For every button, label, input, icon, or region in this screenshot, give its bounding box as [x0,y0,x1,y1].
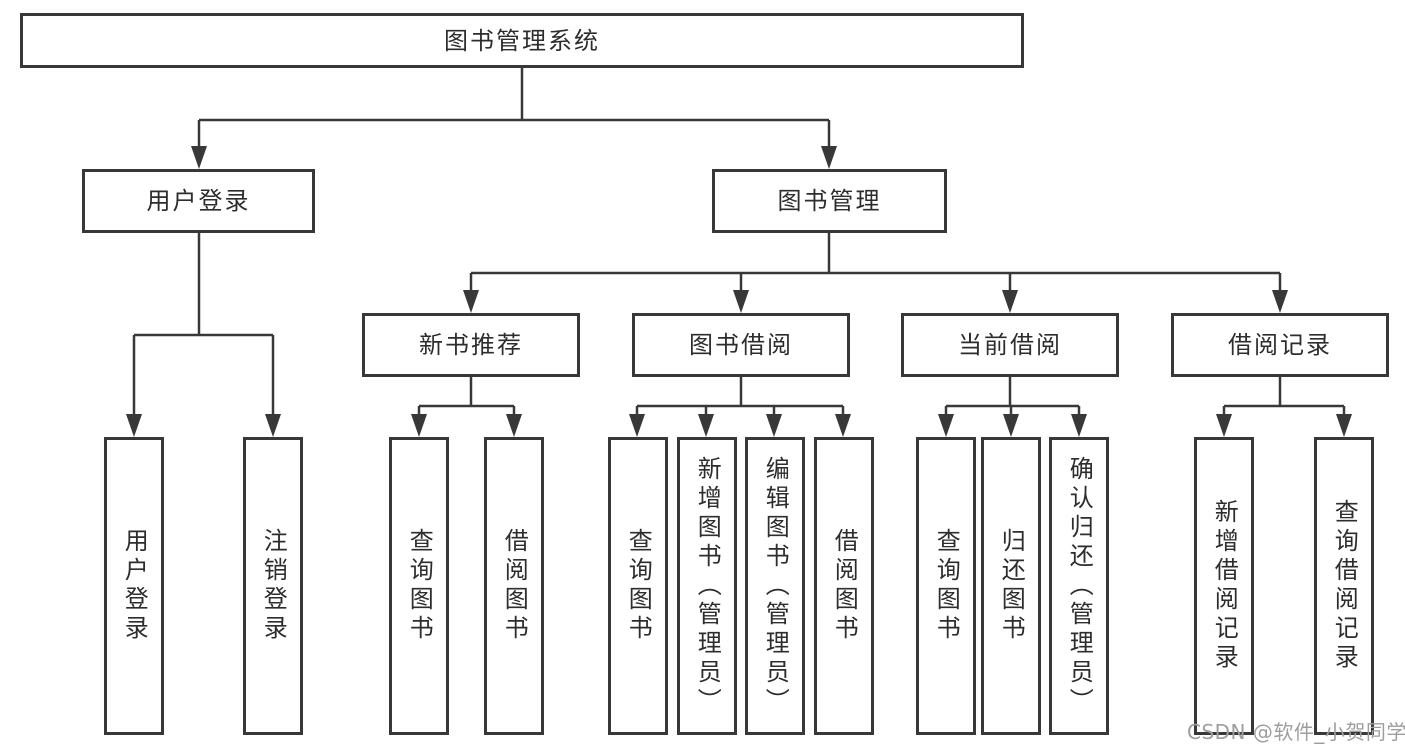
node-label: 用户登录 [120,528,149,644]
node-borrowing-records: 借阅记录 [1171,313,1389,377]
node-label: 新增借阅记录 [1210,499,1239,673]
node-label: 编辑图书（管理员） [761,455,790,717]
node-label: 用户登录 [146,187,251,215]
leaf-confirm-return-admin: 确认归还（管理员） [1049,437,1109,735]
node-new-book-recommendation: 新书推荐 [362,313,580,377]
node-label: 借阅记录 [1228,331,1332,359]
node-label: 图书管理 [777,187,882,215]
leaf-query-borrow-record: 查询借阅记录 [1314,437,1374,735]
node-label: 查询借阅记录 [1330,499,1359,673]
leaf-query-books-current: 查询图书 [916,437,976,735]
node-user-login-module: 用户登录 [82,169,315,233]
node-label: 确认归还（管理员） [1065,455,1094,717]
node-label: 归还图书 [997,528,1026,644]
node-current-borrowing: 当前借阅 [901,313,1119,377]
node-label: 注销登录 [259,528,288,644]
node-label: 查询图书 [624,528,653,644]
arrowheads [126,146,1352,437]
node-label: 借阅图书 [830,528,859,644]
node-label: 新书推荐 [419,331,523,359]
leaf-borrow-books-recommend: 借阅图书 [484,437,544,735]
node-library-management-system: 图书管理系统 [20,13,1024,68]
node-label: 图书管理系统 [444,26,600,55]
leaf-add-books-admin: 新增图书（管理员） [677,437,737,735]
csdn-watermark: CSDN @软件_小贺同学 [1187,720,1405,744]
leaf-user-login: 用户登录 [104,437,164,735]
node-label: 借阅图书 [500,528,529,644]
node-label: 查询图书 [932,528,961,644]
leaf-add-borrow-record: 新增借阅记录 [1194,437,1254,735]
leaf-edit-books-admin: 编辑图书（管理员） [745,437,805,735]
node-label: 查询图书 [405,528,434,644]
node-label: 当前借阅 [958,331,1062,359]
leaf-query-books-recommend: 查询图书 [389,437,449,735]
node-label: 新增图书（管理员） [693,455,722,717]
node-label: 图书借阅 [689,331,793,359]
node-book-management-module: 图书管理 [712,169,947,233]
leaf-return-books: 归还图书 [981,437,1041,735]
leaf-query-books-borrow: 查询图书 [608,437,668,735]
leaf-borrow-books: 借阅图书 [814,437,874,735]
leaf-logout: 注销登录 [243,437,303,735]
node-book-borrowing: 图书借阅 [632,313,850,377]
